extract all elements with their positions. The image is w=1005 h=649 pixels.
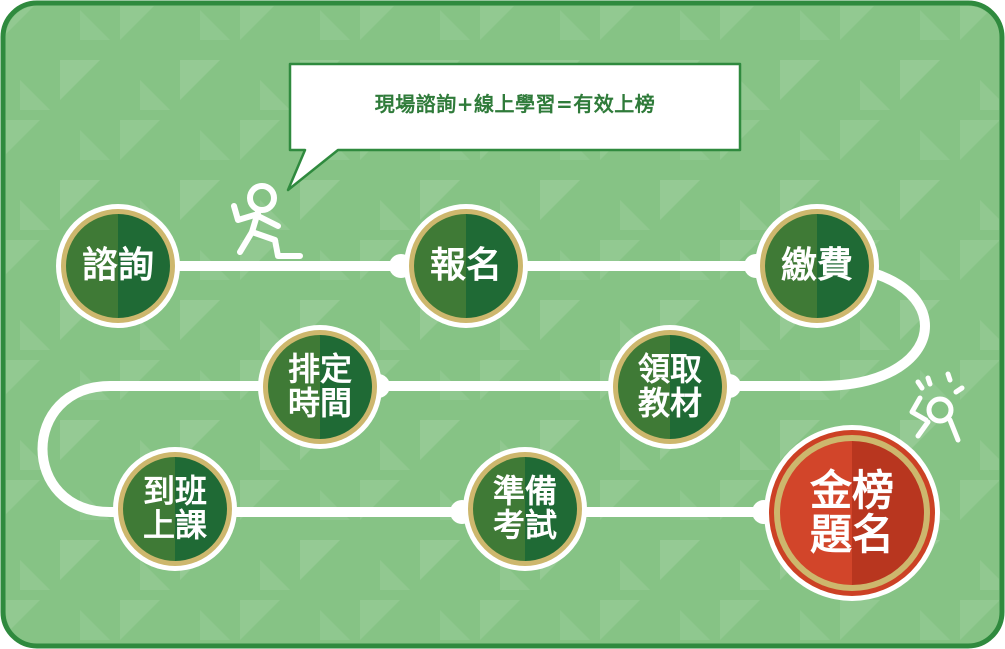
speech-bubble	[286, 62, 742, 192]
step-node-final	[764, 425, 940, 601]
step-node-3	[755, 204, 879, 328]
step-node-6	[113, 447, 237, 571]
step-node-2	[404, 204, 528, 328]
runner-icon	[231, 183, 303, 259]
step-node-1	[56, 204, 180, 328]
step-node-5	[258, 325, 382, 449]
bubble-text: 現場諮詢+線上學習=有效上榜	[374, 92, 656, 116]
step-node-4	[608, 325, 732, 449]
process-path	[37, 261, 930, 517]
celebrating-person-icon	[909, 371, 965, 443]
step-node-7	[463, 447, 587, 571]
background-pattern	[6, 6, 999, 643]
